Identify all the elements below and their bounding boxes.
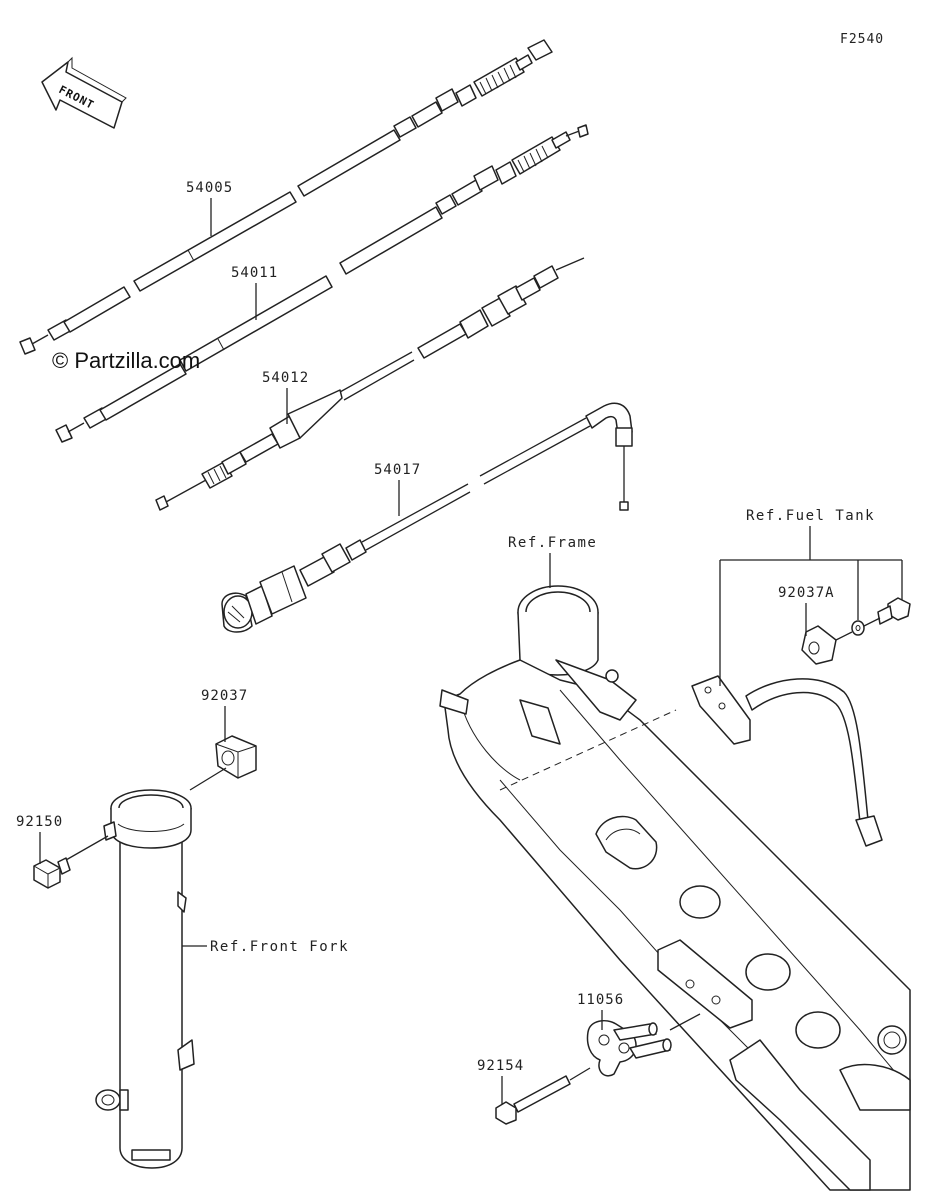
fuel-tank-bracket xyxy=(691,675,883,847)
leader-bracket-to-frame xyxy=(669,1013,701,1031)
part-label-92037[interactable]: 92037 xyxy=(201,688,248,704)
part-label-54005[interactable]: 54005 xyxy=(186,180,233,196)
cable-54012 xyxy=(155,257,585,511)
bolt-fuel-tank xyxy=(877,597,911,625)
part-label-54017[interactable]: 54017 xyxy=(374,462,421,478)
ref-label-front-fork[interactable]: Ref.Front Fork xyxy=(210,939,349,955)
part-label-11056[interactable]: 11056 xyxy=(577,992,624,1008)
clamp-92037A xyxy=(801,625,837,665)
watermark: © Partzilla.com xyxy=(52,348,200,373)
leader-washer-bolt xyxy=(863,617,881,627)
cable-54017 xyxy=(221,402,633,633)
part-label-54012[interactable]: 54012 xyxy=(262,370,309,386)
cable-54005 xyxy=(19,39,553,355)
ref-label-fuel-tank[interactable]: Ref.Fuel Tank xyxy=(746,508,875,524)
part-label-54011[interactable]: 54011 xyxy=(231,265,278,281)
front-arrow-icon: FRONT xyxy=(41,56,127,129)
leader-clamp-washer xyxy=(835,631,853,641)
cable-54011 xyxy=(55,124,589,443)
part-label-92154[interactable]: 92154 xyxy=(477,1058,524,1074)
leader-bolt-to-bracket xyxy=(569,1067,591,1081)
clamp-92037 xyxy=(215,735,257,779)
part-label-92037A[interactable]: 92037A xyxy=(778,585,835,601)
frame xyxy=(439,585,911,1191)
bolt-92154 xyxy=(495,1075,571,1125)
diagram-code: F2540 xyxy=(840,32,884,47)
front-fork xyxy=(95,789,195,1169)
part-label-92150[interactable]: 92150 xyxy=(16,814,63,830)
leader-clamp-to-fork xyxy=(189,767,227,791)
leader-fuel-tank xyxy=(719,526,903,686)
washer xyxy=(851,620,865,636)
ref-label-frame[interactable]: Ref.Frame xyxy=(508,535,597,551)
leader-bolt-to-fork xyxy=(65,835,109,861)
leader-dashed-bracket xyxy=(499,709,677,791)
bracket-11056 xyxy=(586,1019,672,1077)
bolt-92150 xyxy=(33,857,71,889)
